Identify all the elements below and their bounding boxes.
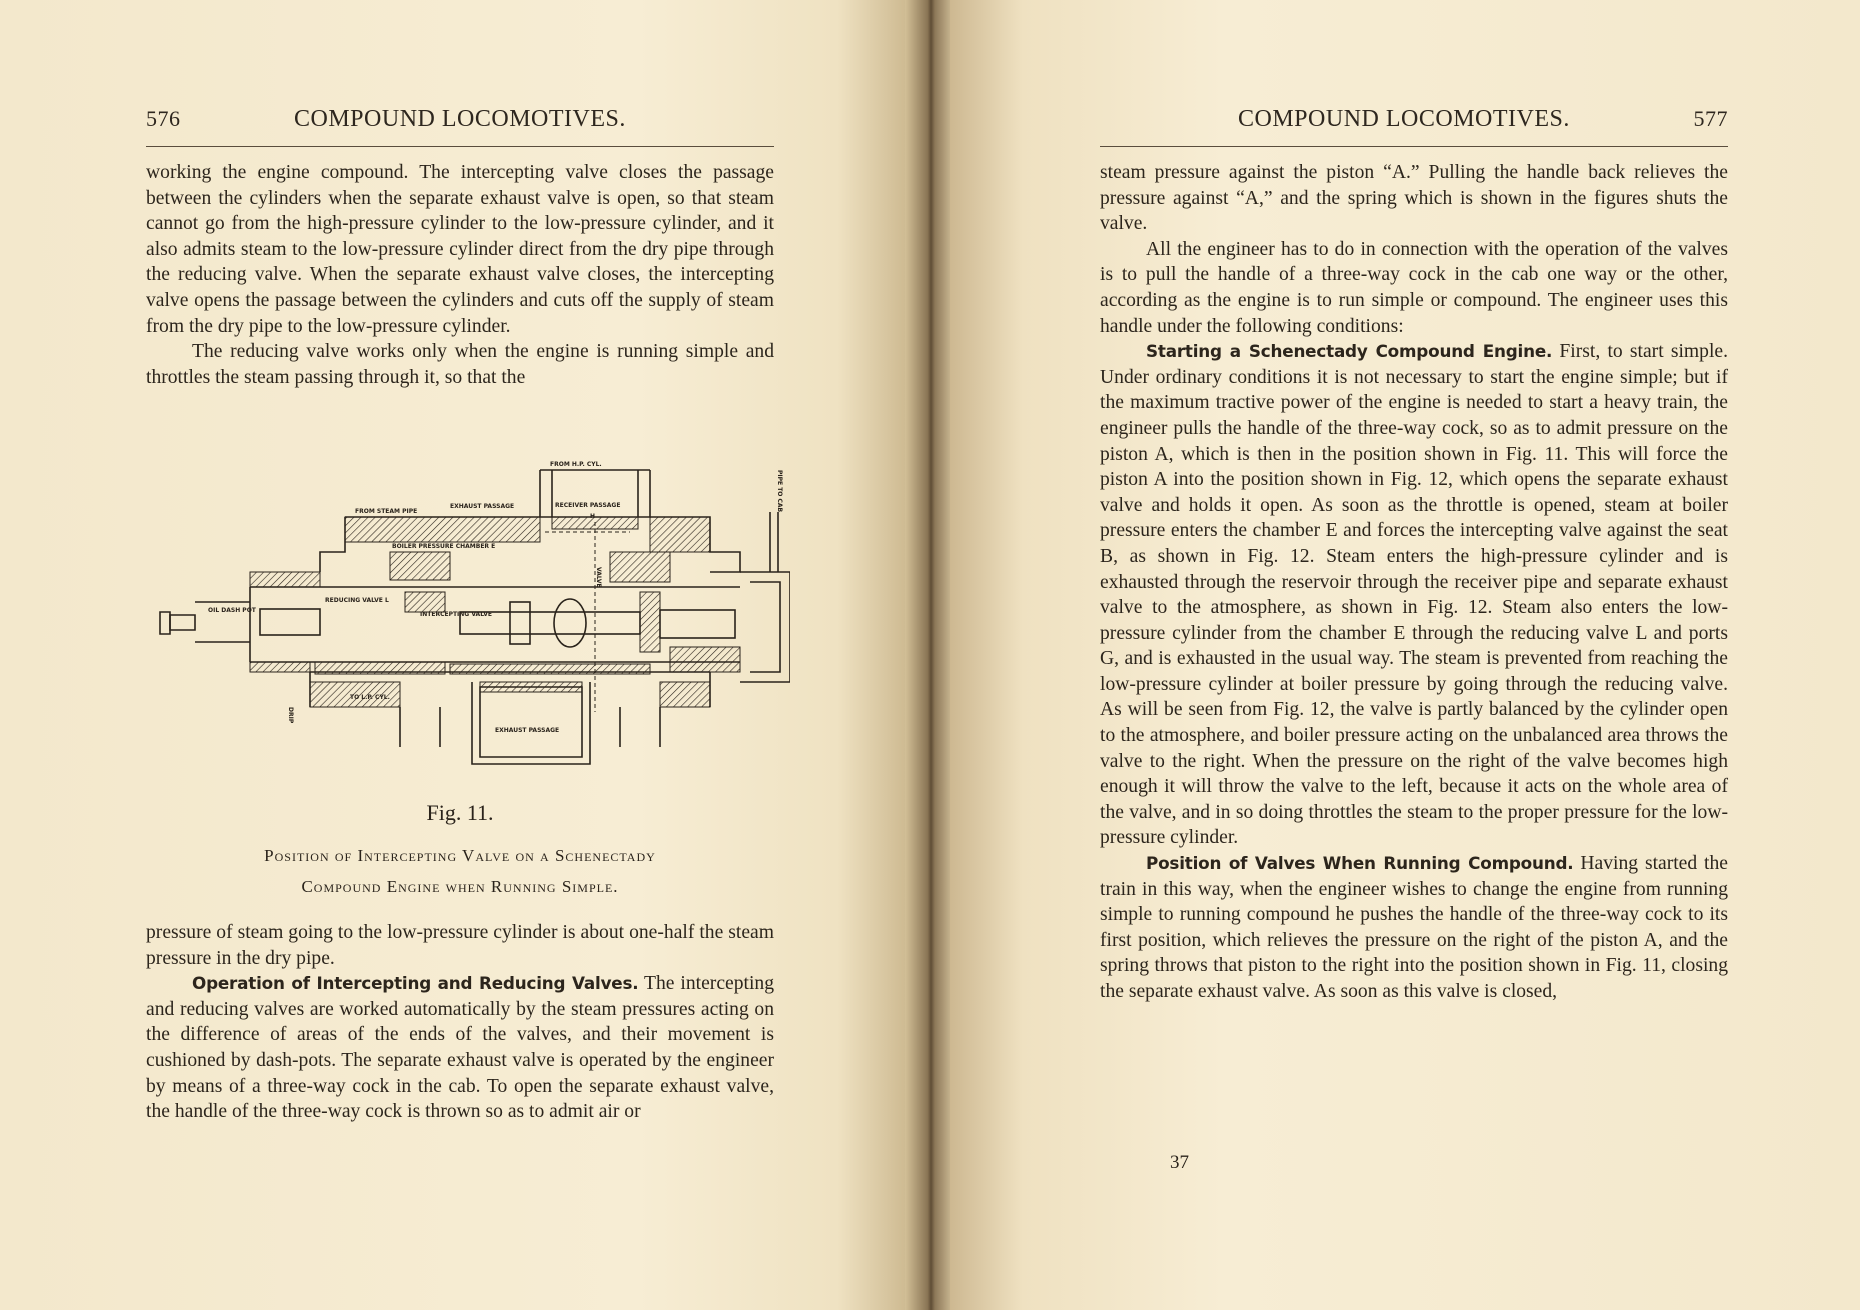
callout-drip: DRIP bbox=[287, 707, 294, 724]
callout-receiver-h: H bbox=[590, 513, 595, 520]
figure-caption: Position of Intercepting Valve on a Sche… bbox=[146, 840, 774, 902]
left-bottom-text: pressure of steam going to the low-press… bbox=[146, 920, 774, 1125]
left-paragraph-2: The reducing valve works only when the e… bbox=[146, 341, 774, 388]
right-paragraph-4: Position of Valves When Running Compound… bbox=[1100, 853, 1728, 1002]
left-paragraph-3: pressure of steam going to the low-press… bbox=[146, 922, 774, 969]
section-heading: Operation of Intercepting and Reducing V… bbox=[192, 973, 639, 994]
caption-line-1: Position of Intercepting Valve on a Sche… bbox=[264, 846, 656, 865]
callout-from-hp-cyl: FROM H.P. CYL. bbox=[550, 461, 602, 468]
callout-oil-dash-pot: OIL DASH POT bbox=[208, 607, 257, 614]
right-head-rule bbox=[1100, 146, 1728, 147]
figure-label: Fig. 11. bbox=[426, 800, 494, 825]
callout-intercepting-valve: INTERCEPTING VALVE bbox=[420, 611, 492, 618]
right-running-head: COMPOUND LOCOMOTIVES. 577 bbox=[1100, 106, 1728, 142]
callout-receiver-passage: RECEIVER PASSAGE bbox=[555, 502, 620, 509]
left-page-number: 576 bbox=[146, 106, 181, 131]
callout-pipe-to-cab: PIPE TO CAB bbox=[776, 470, 783, 513]
section-heading: Starting a Schenectady Compound Engine. bbox=[1146, 341, 1553, 362]
callout-exhaust-passage-lower: EXHAUST PASSAGE bbox=[495, 727, 559, 734]
left-paragraph-4: Operation of Intercepting and Reducing V… bbox=[146, 973, 774, 1123]
callout-boiler-pressure-chamber: BOILER PRESSURE CHAMBER E bbox=[392, 543, 495, 550]
callout-exhaust-passage: EXHAUST PASSAGE bbox=[450, 503, 514, 510]
right-paragraph-2: All the engineer has to do in connection… bbox=[1100, 238, 1728, 337]
valve-diagram: FROM H.P. CYL. FROM STEAM PIPE EXHAUST P… bbox=[159, 461, 790, 765]
right-page-number: 577 bbox=[1693, 106, 1728, 131]
callout-reducing-valve: REDUCING VALVE L bbox=[325, 597, 389, 604]
right-paragraph-1: steam pressure against the piston “A.” P… bbox=[1100, 162, 1728, 235]
callout-from-steam-pipe: FROM STEAM PIPE bbox=[355, 508, 417, 515]
left-running-title: COMPOUND LOCOMOTIVES. bbox=[294, 106, 626, 132]
right-text: steam pressure against the piston “A.” P… bbox=[1100, 160, 1728, 1005]
left-paragraph-1: working the engine compound. The interce… bbox=[146, 162, 774, 337]
callout-to-lp-cyl: TO L.P. CYL. bbox=[350, 694, 390, 701]
book-gutter bbox=[905, 0, 955, 1310]
left-running-head: 576 COMPOUND LOCOMOTIVES. bbox=[146, 106, 774, 142]
signature-mark: 37 bbox=[1170, 1152, 1189, 1173]
left-top-text: working the engine compound. The interce… bbox=[146, 160, 774, 390]
section-heading: Position of Valves When Running Compound… bbox=[1146, 853, 1574, 874]
callout-valve: VALVE bbox=[595, 567, 602, 588]
right-page: COMPOUND LOCOMOTIVES. 577 steam pressure… bbox=[950, 0, 1860, 1310]
right-running-title: COMPOUND LOCOMOTIVES. bbox=[1238, 106, 1570, 132]
caption-line-2: Compound Engine when Running Simple. bbox=[301, 877, 619, 896]
right-paragraph-3: Starting a Schenectady Compound Engine. … bbox=[1100, 341, 1728, 849]
left-head-rule bbox=[146, 146, 774, 147]
left-page: 576 COMPOUND LOCOMOTIVES. working the en… bbox=[0, 0, 910, 1310]
